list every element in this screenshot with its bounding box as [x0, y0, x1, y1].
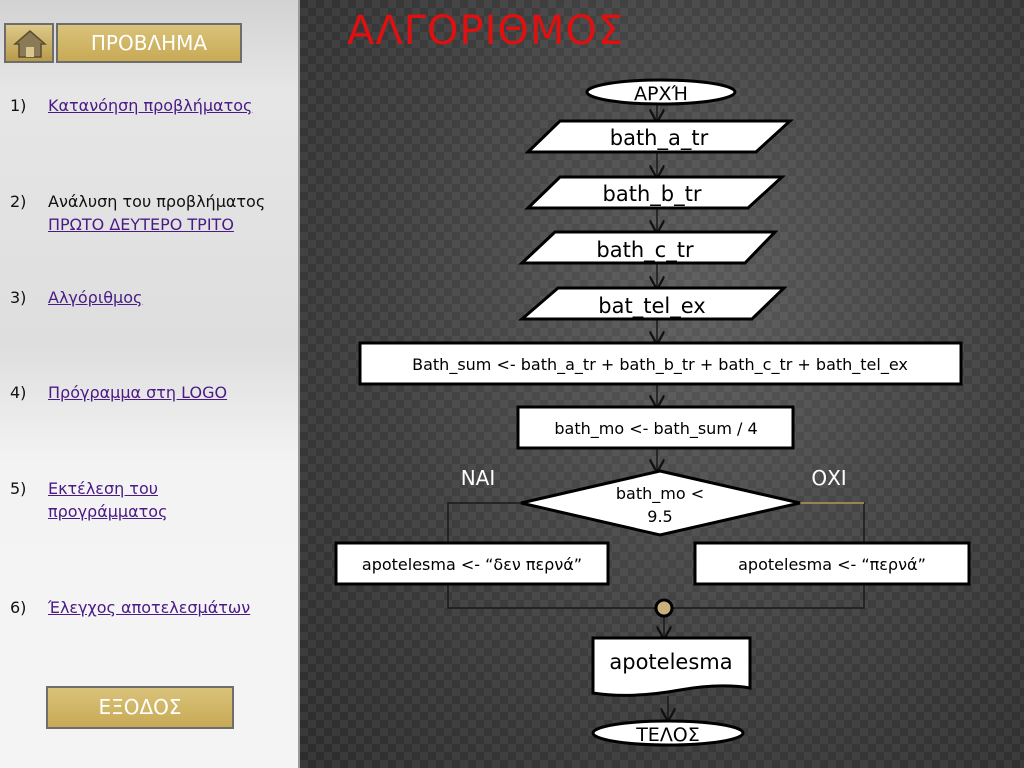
home-icon: [13, 30, 47, 58]
process-no-branch: apotelesma <- “περνά”: [693, 541, 971, 586]
output-label: apotelesma: [609, 650, 732, 674]
nav-link-algorithm[interactable]: Αλγόριθμος: [48, 288, 143, 307]
input-label: bath_a_tr: [610, 126, 709, 151]
nav-item-number: 3): [10, 288, 27, 307]
decision-diamond: bath_mo < 9.5: [520, 469, 801, 537]
flowchart-connectors: [447, 104, 865, 720]
nav-link-logo-program[interactable]: Πρόγραμμα στη LOGO: [48, 383, 228, 402]
problem-button[interactable]: ΠΡΟΒΛΗΜΑ: [56, 23, 242, 63]
process-label: apotelesma <- “περνά”: [738, 555, 926, 574]
home-button[interactable]: [4, 23, 54, 63]
merge-connector: [654, 598, 674, 618]
exit-button[interactable]: ΕΞΟΔΟΣ: [46, 686, 234, 729]
input-bat-tel-ex: bat_tel_ex: [517, 286, 788, 321]
process-sum: Bath_sum <- bath_a_tr + bath_b_tr + bath…: [358, 341, 963, 386]
nav-item-number: 2): [10, 192, 27, 211]
input-bath-a-tr: bath_a_tr: [524, 119, 794, 154]
sidebar: ΠΡΟΒΛΗΜΑ 1) Κατανόηση προβλήματος 2) Ανά…: [0, 0, 300, 768]
process-mean: bath_mo <- bath_sum / 4: [516, 405, 795, 450]
nav-link-results-check[interactable]: Έλεγχος αποτελεσμάτων: [48, 598, 251, 617]
process-yes-branch: apotelesma <- “δεν περνά”: [334, 541, 610, 586]
yes-label: ΝΑΙ: [461, 466, 496, 490]
end-label: ΤΕΛΟΣ: [635, 724, 700, 746]
no-label: ΟΧΙ: [811, 466, 846, 490]
start-terminator: ΑΡΧΉ: [585, 78, 737, 106]
input-label: bath_c_tr: [596, 238, 694, 263]
nav-item-number: 6): [10, 598, 27, 617]
input-bath-c-tr: bath_c_tr: [518, 230, 779, 265]
decision-label-line2: 9.5: [647, 507, 672, 526]
process-label: bath_mo <- bath_sum / 4: [554, 419, 757, 439]
decision-label-line1: bath_mo <: [616, 484, 704, 504]
process-label: apotelesma <- “δεν περνά”: [362, 555, 582, 574]
nav-link-execution[interactable]: Εκτέλεση του προγράμματος: [48, 479, 168, 521]
start-label: ΑΡΧΉ: [634, 83, 688, 105]
nav-item-number: 4): [10, 383, 27, 402]
page-title: ΑΛΓΟΡΙΘΜΟΣ: [347, 8, 625, 54]
process-label: Bath_sum <- bath_a_tr + bath_b_tr + bath…: [412, 355, 908, 375]
nav-item-number: 5): [10, 479, 27, 498]
input-label: bath_b_tr: [603, 182, 702, 207]
input-bath-b-tr: bath_b_tr: [524, 175, 786, 210]
end-terminator: ΤΕΛΟΣ: [591, 719, 745, 747]
output-document: apotelesma: [591, 636, 752, 697]
input-label: bat_tel_ex: [598, 294, 705, 319]
nav-item-label: Ανάλυση του προβλήματος: [48, 192, 266, 211]
nav-link-first-second-third[interactable]: ΠΡΩΤΟ ΔΕΥΤΕΡΟ ΤΡΙΤΟ: [48, 215, 234, 234]
nav-item-number: 1): [10, 96, 27, 115]
nav-link-understanding[interactable]: Κατανόηση προβλήματος: [48, 96, 253, 115]
flowchart: ΑΡΧΉ bath_a_tr bath_b_tr bath_c_tr bat_t…: [334, 78, 971, 747]
